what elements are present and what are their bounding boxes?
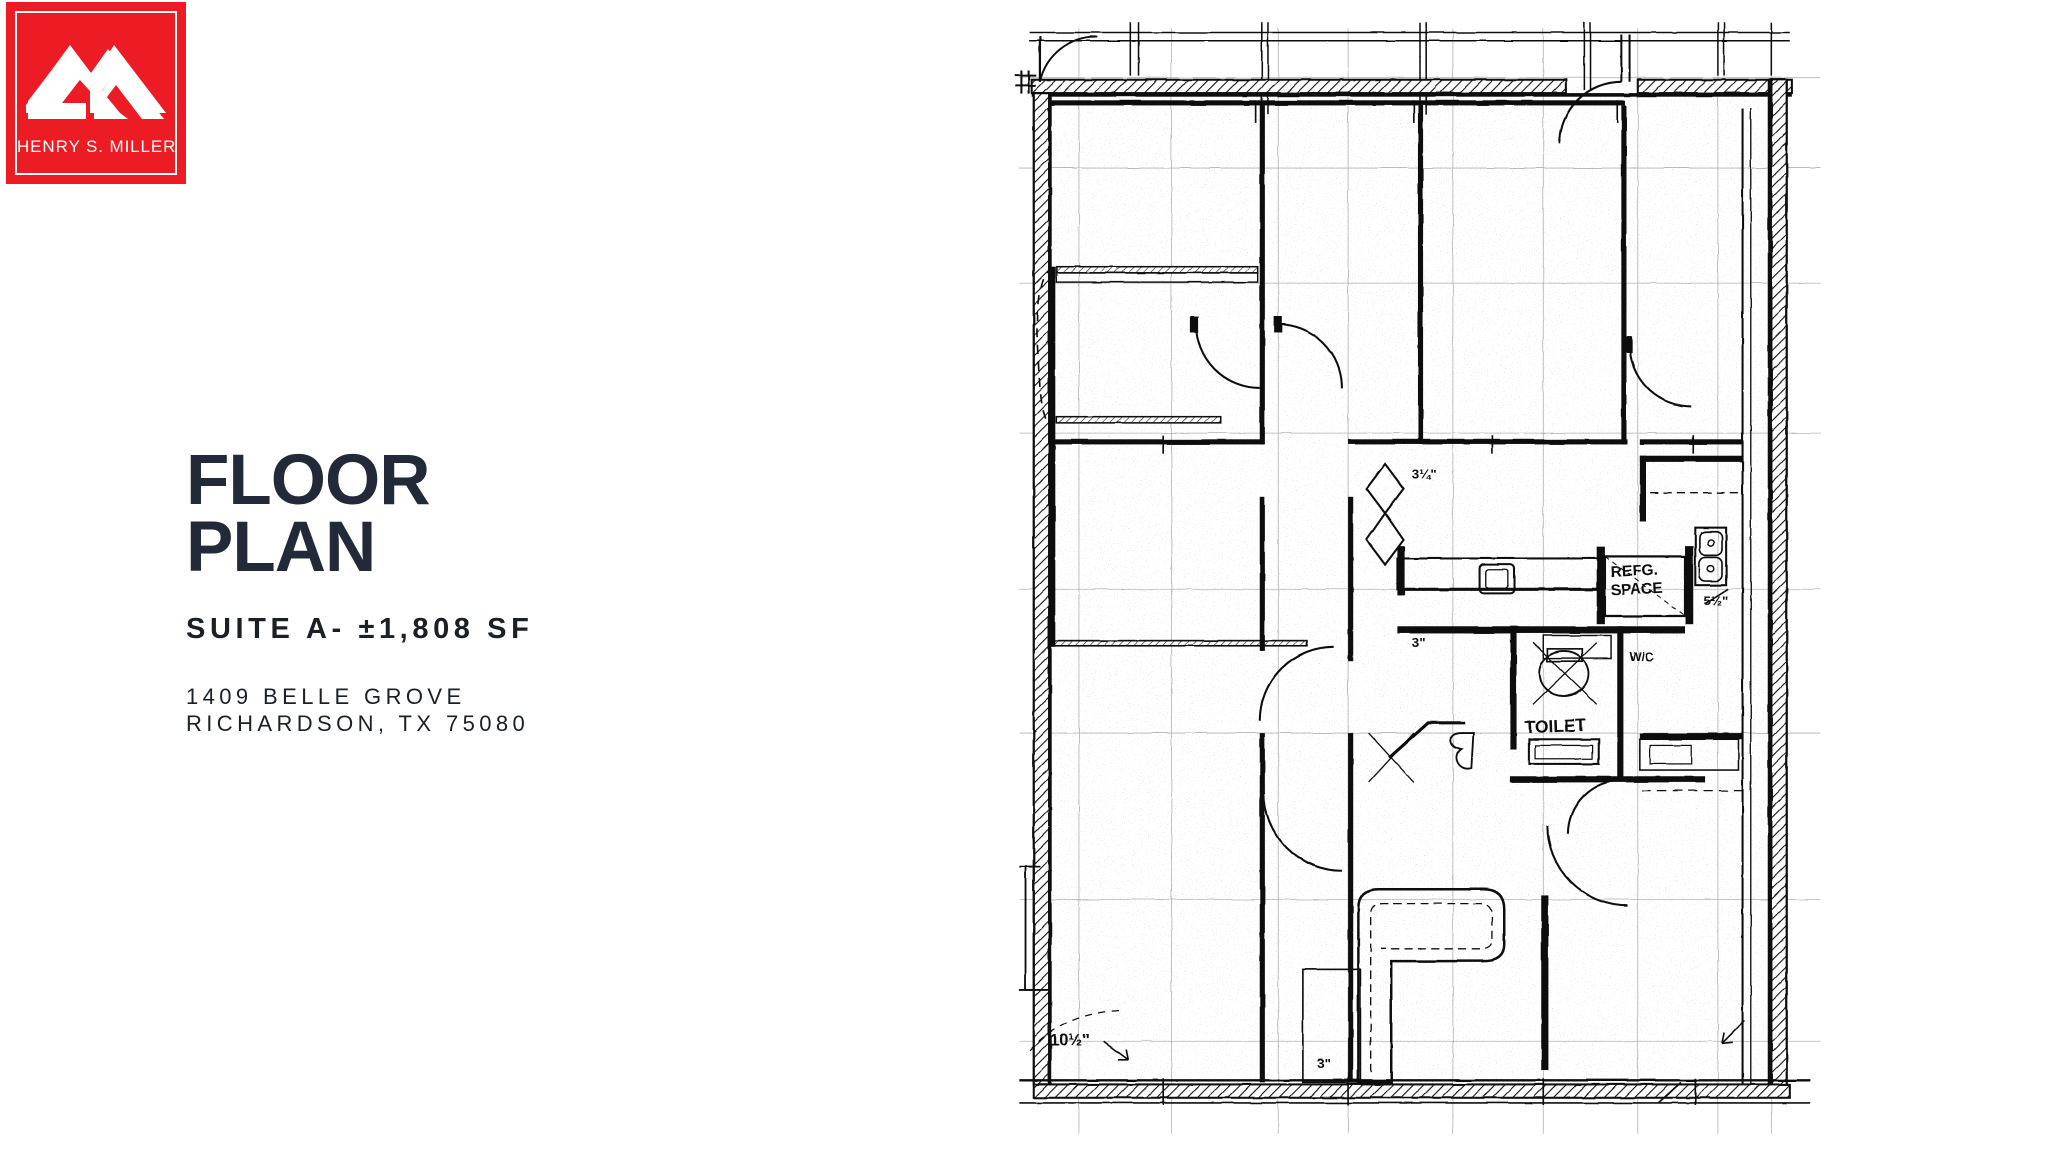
address-street: 1409 BELLE GROVE bbox=[186, 684, 466, 710]
title-block: FLOOR PLAN SUITE A- ±1,808 SF 1409 BELLE… bbox=[186, 441, 746, 738]
floor-plan-drawing: REFG. SPACE TOILET 10½" 3" 5½" 3¼" W/C 3… bbox=[940, 14, 1900, 1144]
page-title-line-1: FLOOR bbox=[186, 441, 430, 520]
page-title-line-2: PLAN bbox=[186, 507, 376, 587]
mountain-chevron-logo-icon bbox=[26, 45, 166, 119]
suite-size-subtitle: SUITE A- ±1,808 SF bbox=[186, 613, 534, 646]
address-city-state-zip: RICHARDSON, TX 75080 bbox=[186, 711, 530, 737]
logo-inner-border: HENRY S. MILLER bbox=[15, 11, 177, 175]
company-logo: HENRY S. MILLER bbox=[6, 2, 186, 184]
logo-wordmark: HENRY S. MILLER bbox=[17, 137, 177, 156]
address-block: 1409 BELLE GROVE RICHARDSON, TX 75080 bbox=[186, 684, 746, 738]
